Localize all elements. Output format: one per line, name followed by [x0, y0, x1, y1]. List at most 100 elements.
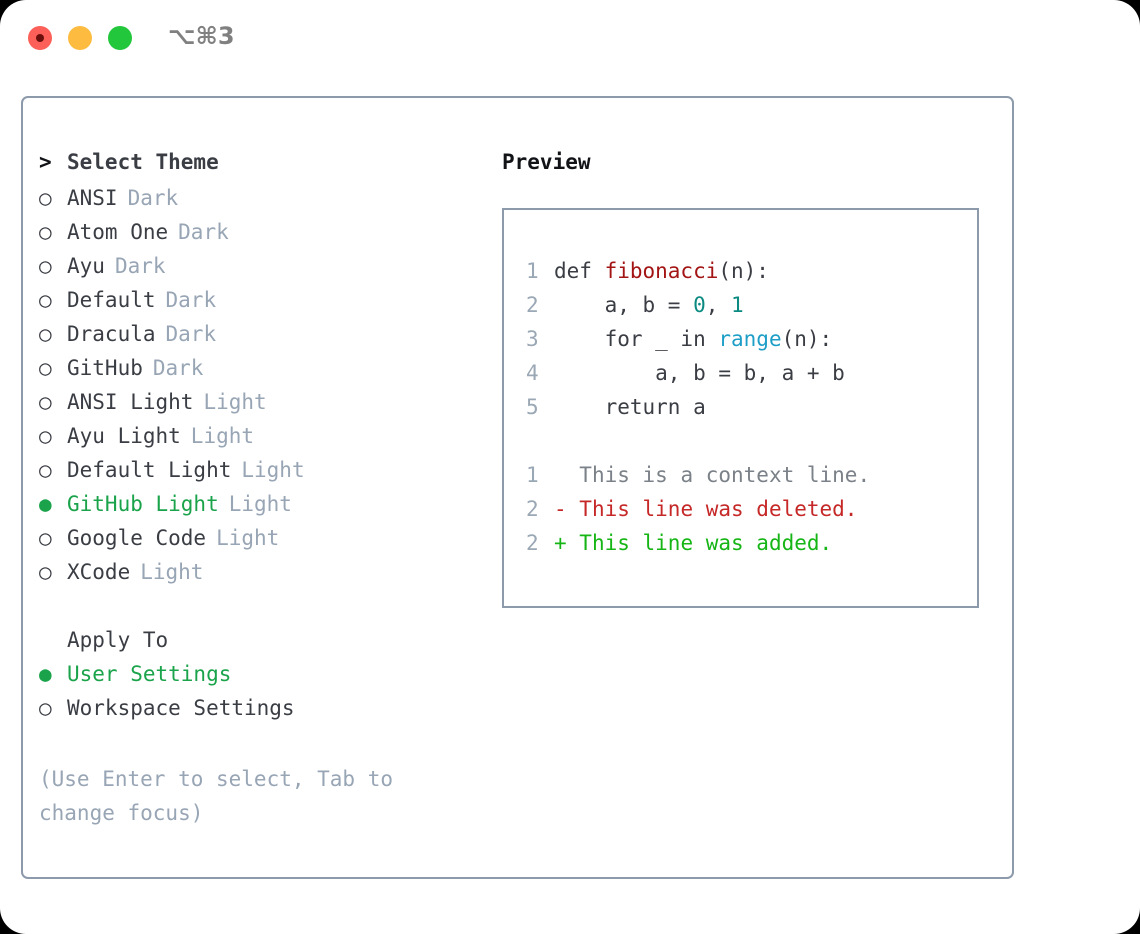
theme-name-label: Default: [67, 288, 156, 312]
diff-line: 2 + This line was added.: [526, 526, 977, 560]
theme-variant-tag: Light: [216, 526, 280, 550]
diff-line: 2- This line was deleted.: [526, 492, 977, 526]
theme-list-item[interactable]: ○ Atom One Dark: [39, 220, 479, 254]
code-line: 5 return a: [526, 390, 977, 424]
theme-list-item[interactable]: ○ Default Dark: [39, 288, 479, 322]
line-number: 2: [526, 497, 539, 521]
theme-name-label: Google Code: [67, 526, 207, 550]
radio-icon: ○: [39, 390, 52, 414]
radio-icon: ○: [39, 220, 52, 244]
theme-variant-tag: Dark: [127, 186, 179, 210]
theme-variant-tag: Light: [203, 390, 267, 414]
theme-variant-tag: Light: [140, 560, 204, 584]
theme-list-item[interactable]: ○ ANSI Dark: [39, 186, 479, 220]
code-token-plain: for _ in: [554, 327, 719, 351]
code-token-fn: fibonacci: [604, 259, 719, 283]
radio-icon: ○: [39, 424, 52, 448]
line-number: 2: [526, 531, 539, 555]
theme-name-label: GitHub Light: [67, 492, 219, 516]
theme-name-label: Ayu: [67, 254, 105, 278]
code-token-num: 0: [693, 293, 706, 317]
radio-icon: ○: [39, 526, 52, 550]
theme-list-item[interactable]: ○ Ayu Dark: [39, 254, 479, 288]
preview-heading: Preview: [502, 150, 591, 174]
radio-icon: ○: [39, 560, 52, 584]
code-line-content: return a: [554, 390, 706, 424]
code-line-content: a, b = 0, 1: [554, 288, 744, 322]
theme-variant-tag: Light: [241, 458, 305, 482]
title-bar: ⌥⌘3: [0, 0, 1140, 78]
theme-list-item[interactable]: ○ GitHub Dark: [39, 356, 479, 390]
code-token-num: 1: [731, 293, 744, 317]
radio-icon: ○: [39, 254, 52, 278]
theme-list-item[interactable]: ○ Google Code Light: [39, 526, 479, 560]
caret-icon: >: [39, 150, 52, 174]
theme-list-item[interactable]: ○ XCode Light: [39, 560, 479, 594]
theme-name-label: ANSI Light: [67, 390, 194, 414]
diff-marker: +: [554, 531, 580, 555]
code-line: 4 a, b = b, a + b: [526, 356, 977, 390]
diff-line-text: This line was deleted.: [579, 497, 858, 521]
code-token-plain: ,: [705, 293, 732, 317]
apply-to-marker: [39, 630, 67, 651]
section-spacer: [39, 594, 479, 628]
window-controls: [28, 26, 132, 50]
radio-icon: ○: [39, 356, 52, 380]
theme-name-label: ANSI: [67, 186, 118, 210]
code-token-plain: (n):: [781, 327, 833, 351]
line-number: 5: [526, 395, 539, 419]
line-number: 3: [526, 327, 539, 351]
theme-variant-tag: Dark: [165, 322, 217, 346]
code-line-content: for _ in range(n):: [554, 322, 833, 356]
keyboard-hint-text: (Use Enter to select, Tab to change focu…: [39, 767, 406, 825]
code-token-call: range: [718, 327, 782, 351]
radio-selected-icon: ●: [39, 662, 52, 686]
code-token-plain: a, b = b, a + b: [554, 361, 845, 385]
code-line: 1 def fibonacci(n):: [526, 254, 977, 288]
close-button[interactable]: [28, 26, 52, 50]
keyboard-shortcut-label: ⌥⌘3: [168, 22, 235, 50]
code-diff-gap: [526, 424, 977, 458]
apply-to-list: ● User Settings ○ Workspace Settings: [39, 662, 479, 730]
apply-to-item[interactable]: ○ Workspace Settings: [39, 696, 479, 730]
code-token-plain: (n):: [718, 259, 769, 283]
code-line-content: def fibonacci(n):: [554, 254, 769, 288]
radio-icon: ○: [39, 288, 52, 312]
select-theme-label: Select Theme: [67, 150, 219, 174]
apply-to-label-text: Workspace Settings: [67, 696, 295, 720]
theme-variant-tag: Dark: [178, 220, 229, 244]
diff-line-text: This is a context line.: [579, 463, 871, 487]
radio-icon: ○: [39, 458, 52, 482]
radio-icon: ○: [39, 696, 52, 720]
apply-to-label-text: User Settings: [67, 662, 232, 686]
theme-name-label: XCode: [67, 560, 131, 584]
line-number: 1: [526, 259, 539, 283]
theme-variant-tag: Dark: [152, 356, 204, 380]
theme-name-label: GitHub: [67, 356, 143, 380]
theme-name-label: Atom One: [67, 220, 169, 244]
theme-list-item[interactable]: ○ ANSI Light Light: [39, 390, 479, 424]
diff-line-text: This line was added.: [579, 531, 833, 555]
line-number: 4: [526, 361, 539, 385]
radio-icon: ○: [39, 186, 52, 210]
theme-variant-tag: Dark: [114, 254, 166, 278]
minimize-button[interactable]: [68, 26, 92, 50]
line-number: 1: [526, 463, 539, 487]
diff-line: 1 This is a context line.: [526, 458, 977, 492]
code-line: 3 for _ in range(n):: [526, 322, 977, 356]
maximize-button[interactable]: [108, 26, 132, 50]
theme-name-label: Dracula: [67, 322, 156, 346]
apply-to-item[interactable]: ● User Settings: [39, 662, 479, 696]
diff-marker: -: [554, 497, 580, 521]
code-line-content: a, b = b, a + b: [554, 356, 845, 390]
theme-variant-tag: Dark: [165, 288, 217, 312]
